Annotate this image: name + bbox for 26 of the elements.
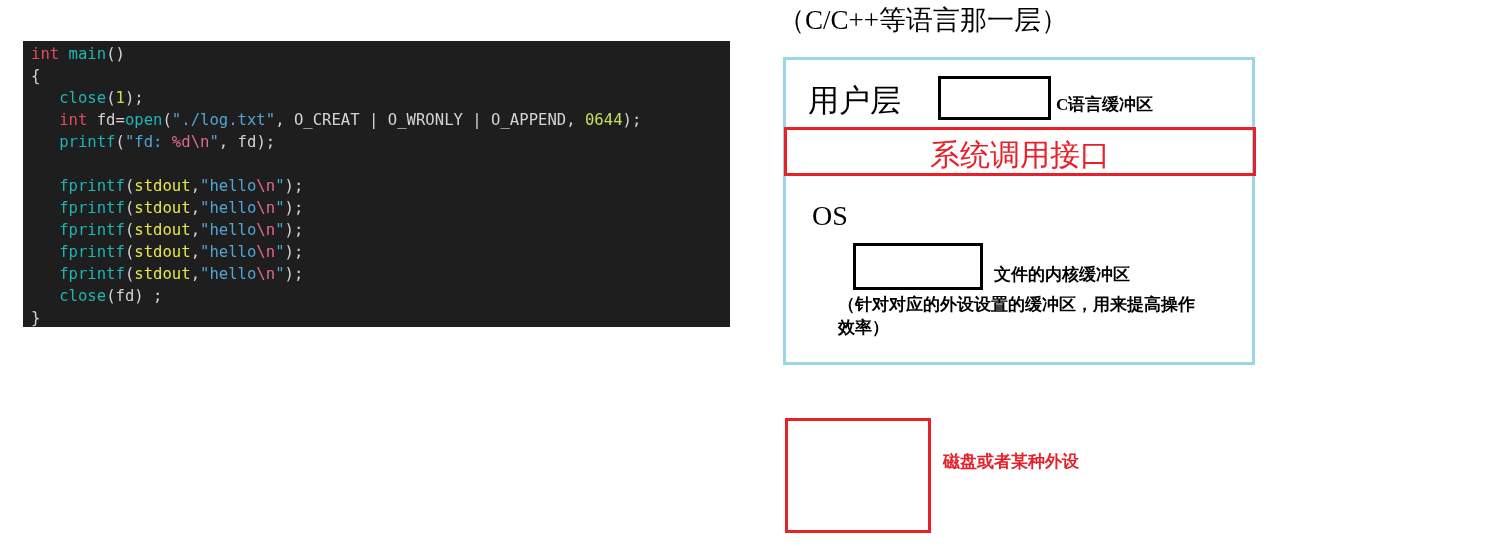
code-line: close(fd) ; [58, 286, 163, 307]
node-label: （针对对应的外设设置的缓冲区，用来提高操作效率） [838, 294, 1196, 339]
syscall-band [784, 127, 1256, 176]
code-line: } [31, 308, 41, 329]
code-line: fprintf(stdout,"hello\n"); [58, 176, 304, 197]
code-line: fprintf(stdout,"hello\n"); [58, 264, 304, 285]
node-label: C语言缓冲区 [1056, 94, 1155, 116]
code-line: printf("fd: %d\n", fd); [58, 132, 276, 153]
buffer-box [938, 76, 1051, 120]
band-label: 系统调用接口 [930, 137, 1110, 173]
code-line: fprintf(stdout,"hello\n"); [58, 242, 304, 263]
code-line: fprintf(stdout,"hello\n"); [58, 220, 304, 241]
layer-box [783, 57, 1255, 365]
node-label: 磁盘或者某种外设 [943, 451, 1080, 473]
device-box [785, 418, 931, 533]
buffer-box [853, 243, 983, 290]
code-panel [23, 41, 730, 327]
code-line: int main() [31, 44, 125, 65]
heading: （C/C++等语言那一层） [778, 4, 1068, 37]
node-label: 文件的内核缓冲区 [994, 264, 1131, 286]
code-line: { [31, 66, 41, 87]
code-line: int fd=open("./log.txt", O_CREAT | O_WRONLY | O_APPEND, 0644); [58, 110, 642, 131]
layer-label: 用户层 [808, 82, 901, 120]
code-line: close(1); [58, 88, 144, 109]
layer-label: OS [812, 200, 848, 232]
code-line: fprintf(stdout,"hello\n"); [58, 198, 304, 219]
